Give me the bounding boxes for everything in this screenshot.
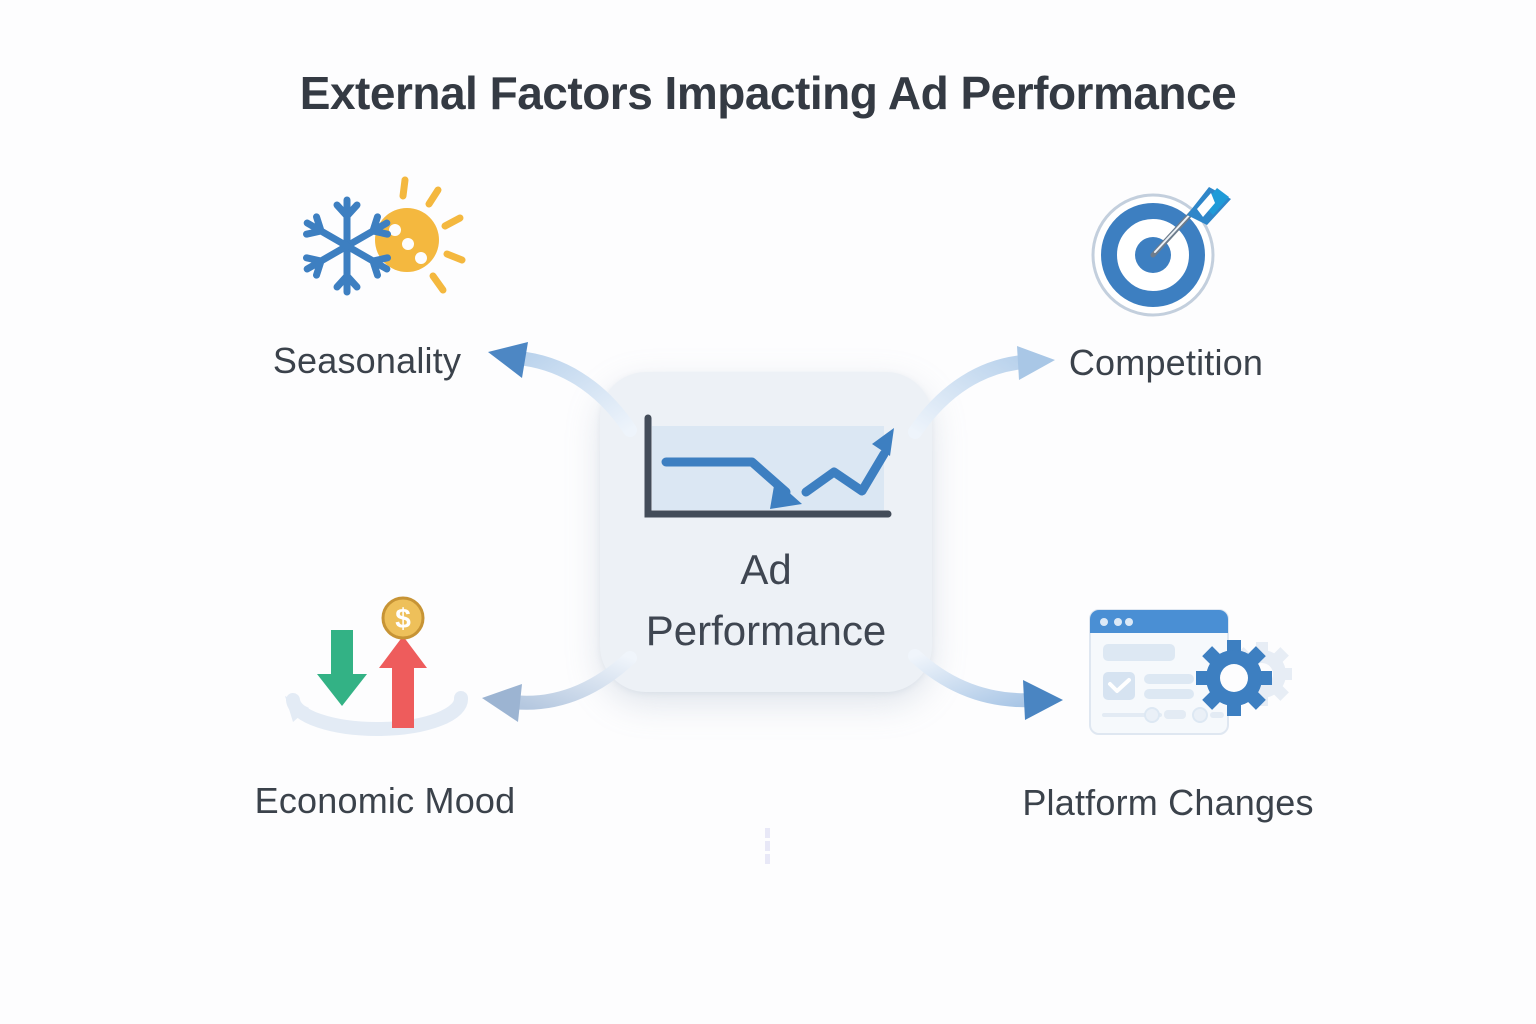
center-card-label: Ad Performance bbox=[645, 546, 887, 654]
browser-gear-icon bbox=[1082, 596, 1292, 751]
chart-down-arrowhead bbox=[770, 480, 802, 509]
up-down-arrows-coin-icon: $ bbox=[283, 596, 473, 751]
chart-axes bbox=[644, 414, 892, 518]
connector-arrow-bottom-right bbox=[908, 649, 1063, 720]
factor-label-competition: Competition bbox=[1068, 342, 1264, 383]
factor-label-seasonality: Seasonality bbox=[272, 340, 462, 381]
up-arrow-red bbox=[379, 636, 427, 728]
sun-rays bbox=[399, 176, 466, 294]
target-dart-icon bbox=[1085, 175, 1240, 320]
connector-arrow-top-left bbox=[488, 342, 637, 437]
cycle-ellipse bbox=[286, 691, 469, 737]
chart-area bbox=[652, 426, 884, 510]
dashed-tick-decoration bbox=[765, 828, 770, 864]
down-arrow-green bbox=[317, 630, 367, 706]
connector-arrow-top-right bbox=[908, 346, 1055, 439]
target-blue-ring bbox=[1101, 203, 1205, 307]
snowflake bbox=[302, 196, 392, 296]
dollar-coin: $ bbox=[381, 596, 425, 640]
svg-text:$: $ bbox=[395, 603, 411, 634]
snowflake-sun-icon bbox=[295, 168, 470, 308]
chart-up-arrowhead bbox=[872, 428, 894, 456]
factor-label-economic-mood: Economic Mood bbox=[254, 780, 516, 821]
connector-arrow-bottom-left bbox=[482, 651, 637, 722]
center-card-ad-performance: Ad Performance bbox=[600, 372, 932, 692]
factor-label-platform-changes: Platform Changes bbox=[1022, 782, 1314, 823]
gear-icon bbox=[1196, 640, 1272, 716]
page-title: External Factors Impacting Ad Performanc… bbox=[299, 67, 1237, 119]
line-chart-icon bbox=[636, 414, 898, 524]
browser-window bbox=[1089, 609, 1229, 735]
